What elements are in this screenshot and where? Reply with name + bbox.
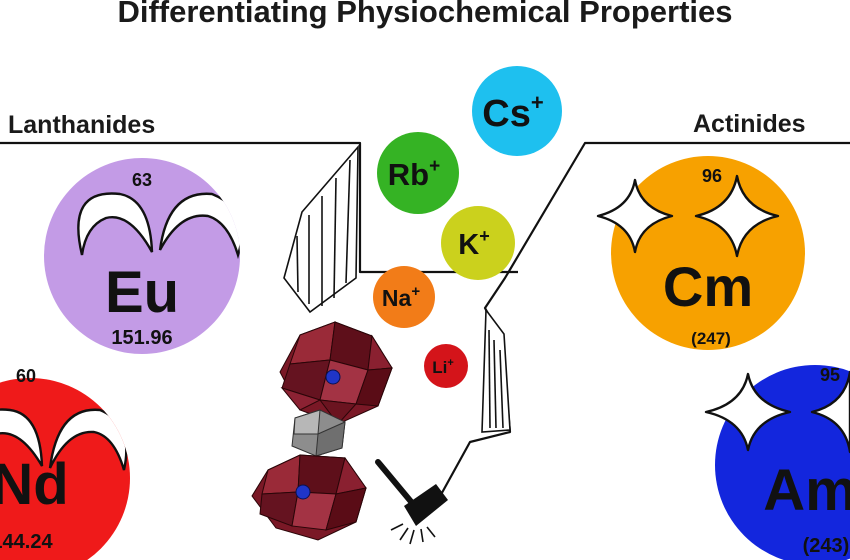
svg-text:Li+: Li+ [432, 357, 454, 377]
cm-star-right-icon [694, 174, 780, 258]
ion-rb: Rb+ [377, 132, 459, 214]
am-symbol: Am [763, 458, 850, 523]
nd-atomic-mass: 144.24 [0, 531, 53, 553]
rb-label: Rb [388, 157, 429, 192]
ion-cs: Cs+ [472, 66, 562, 156]
svg-text:Rb+: Rb+ [388, 156, 440, 192]
ion-na: Na+ [373, 266, 435, 328]
cm-symbol: Cm [663, 255, 753, 318]
upper-cluster [279, 321, 393, 425]
actinides-label: Actinides [693, 110, 806, 138]
element-am: 95 Am (243) [704, 365, 850, 560]
svg-text:Cs+: Cs+ [482, 90, 543, 135]
am-star-left-icon [704, 372, 792, 452]
li-charge: + [447, 357, 453, 369]
eu-orbital-left-lobe [77, 192, 154, 256]
nd-symbol: Nd [0, 452, 69, 517]
hammer-icon [375, 459, 448, 545]
element-nd: 60 Nd 144.24 [0, 366, 130, 560]
rb-charge: + [429, 156, 440, 177]
polyoxometalate-cluster [251, 321, 393, 541]
linker-unit [291, 409, 346, 457]
nd-atomic-number: 60 [16, 366, 36, 386]
lanthanide-funnel [283, 144, 359, 314]
eu-atomic-number: 63 [132, 170, 152, 190]
lanthanides-label: Lanthanides [8, 111, 156, 139]
k-charge: + [479, 226, 490, 246]
am-atomic-mass: (243) [803, 535, 850, 557]
am-atomic-number: 95 [820, 365, 840, 385]
element-eu: 63 Eu 151.96 [44, 158, 240, 354]
actinide-funnel [481, 307, 511, 433]
cs-label: Cs [482, 93, 531, 135]
element-cm: 96 Cm (247) [596, 156, 805, 350]
k-label: K [458, 229, 479, 261]
lower-cluster [251, 454, 367, 541]
nd-orbital-right-lobe [48, 408, 128, 471]
svg-text:K+: K+ [458, 226, 489, 261]
cs-charge: + [531, 90, 544, 115]
cm-atomic-mass: (247) [691, 329, 731, 348]
ion-li: Li+ [424, 344, 468, 388]
am-star-right-icon [810, 370, 850, 454]
ion-k: K+ [441, 206, 515, 280]
cm-star-left-icon [596, 178, 674, 254]
eu-symbol: Eu [105, 260, 179, 325]
na-charge: + [411, 283, 420, 300]
cm-atomic-number: 96 [702, 166, 722, 186]
na-label: Na [382, 285, 412, 311]
eu-orbital-right-lobe [158, 192, 240, 260]
nd-orbital-left-lobe [0, 408, 44, 471]
svg-text:Na+: Na+ [382, 283, 420, 311]
eu-atomic-mass: 151.96 [111, 327, 172, 349]
figure-title: Differentiating Physiochemical Propertie… [117, 0, 733, 29]
li-label: Li [432, 358, 447, 377]
lanthanide-boundary-line [0, 141, 518, 274]
